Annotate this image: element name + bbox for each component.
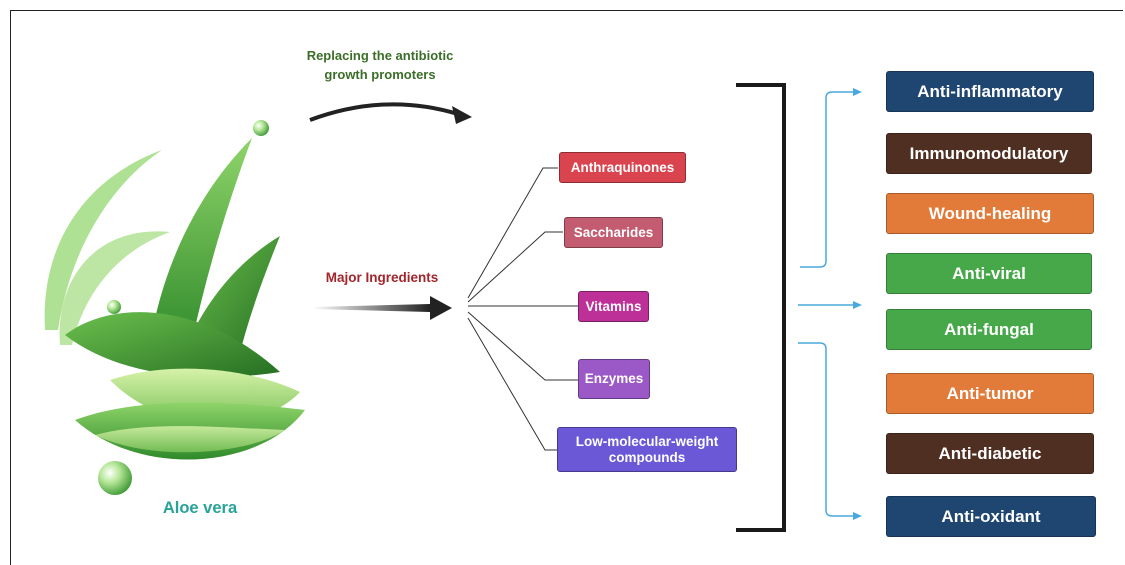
ingredient-box-saccharides: Saccharides bbox=[564, 217, 663, 248]
activity-box-anti-inflammatory: Anti-inflammatory bbox=[886, 71, 1094, 112]
aloe-vera-caption: Aloe vera bbox=[162, 499, 238, 517]
ingredient-fan-lines bbox=[467, 167, 578, 451]
aloe-vera-illustration bbox=[44, 138, 305, 460]
water-drop-icon bbox=[253, 120, 269, 136]
activity-connectors bbox=[798, 91, 858, 517]
ingredient-box-anthraquinones: Anthraquinones bbox=[559, 152, 686, 183]
connector-arrow-head bbox=[853, 512, 862, 520]
antibiotic-replacement-caption: Replacing the antibiotic growth promoter… bbox=[306, 48, 454, 82]
water-drop-icon bbox=[107, 300, 121, 314]
grouping-bracket bbox=[736, 83, 786, 532]
activity-box-anti-tumor: Anti-tumor bbox=[886, 373, 1094, 414]
middle-arrow-shaft bbox=[312, 304, 430, 312]
ingredient-box-vitamins: Vitamins bbox=[578, 291, 649, 322]
ingredient-box-enzymes: Enzymes bbox=[578, 359, 650, 399]
top-arrow-head bbox=[452, 106, 472, 124]
activity-box-anti-diabetic: Anti-diabetic bbox=[886, 433, 1094, 474]
major-ingredients-caption: Major Ingredients bbox=[325, 270, 439, 285]
water-drop-icon bbox=[98, 461, 132, 495]
middle-arrow-head bbox=[430, 296, 452, 320]
frame-left-border bbox=[10, 10, 11, 565]
activity-box-anti-oxidant: Anti-oxidant bbox=[886, 496, 1096, 537]
activity-box-anti-fungal: Anti-fungal bbox=[886, 309, 1092, 350]
frame-top-border bbox=[10, 10, 1123, 11]
connector-arrow-head bbox=[853, 301, 862, 309]
activity-box-anti-viral: Anti-viral bbox=[886, 253, 1092, 294]
connector-arrow-head bbox=[853, 88, 862, 96]
activity-box-immunomodulatory: Immunomodulatory bbox=[886, 133, 1092, 174]
top-curved-arrow bbox=[309, 102, 459, 122]
activity-box-wound-healing: Wound-healing bbox=[886, 193, 1094, 234]
ingredient-box-low-molecular-weight-compounds: Low-molecular-weight compounds bbox=[557, 427, 737, 472]
